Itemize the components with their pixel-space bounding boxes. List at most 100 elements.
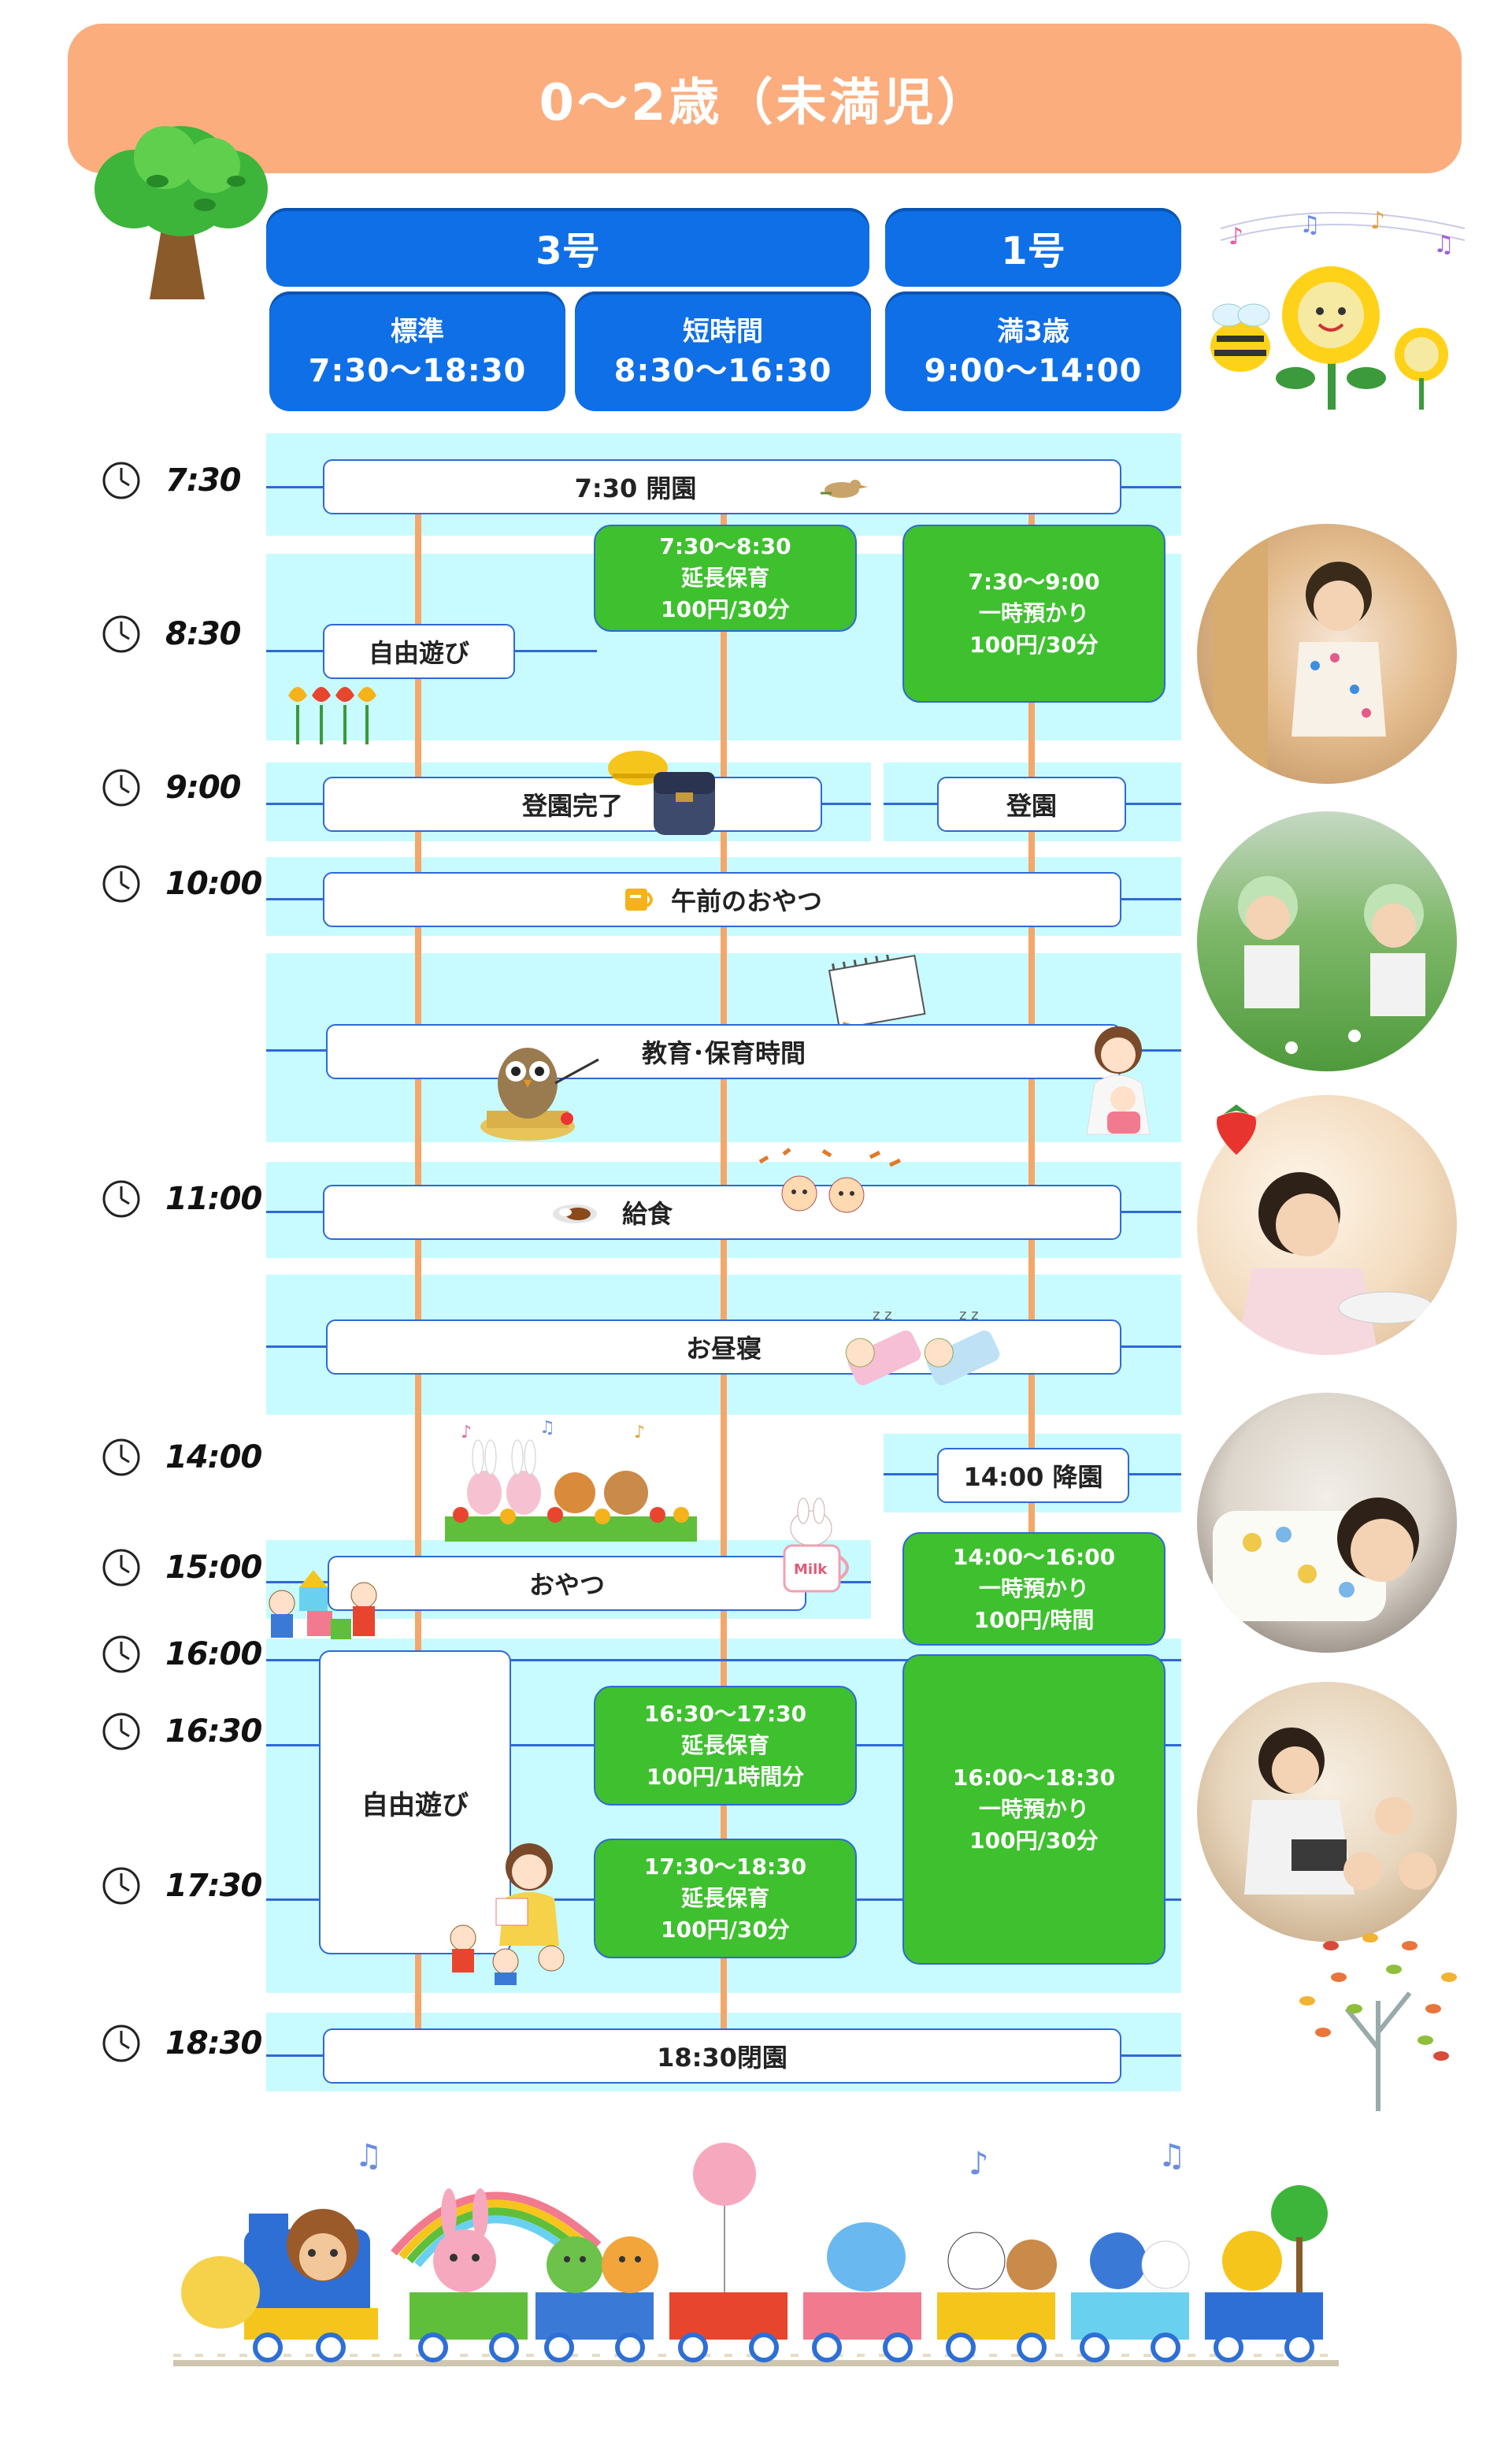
- education-box: 教育･保育時間: [326, 1024, 1121, 1079]
- ext-morning-fee: 100円/30分: [661, 596, 790, 622]
- ext-1-type: 延長保育: [680, 1732, 769, 1758]
- departure-label: 14:00 降園: [963, 1462, 1103, 1492]
- time-label: 11:00: [165, 1181, 262, 1217]
- full3-header: 満3歳 9:00〜14:00: [885, 291, 1181, 411]
- standard-header: 標準 7:30〜18:30: [269, 291, 565, 411]
- snack-pm-label: おやつ: [528, 1570, 605, 1600]
- clock-icon: [102, 1180, 140, 1218]
- hline-1600: [266, 1659, 1181, 1661]
- sunflower-bee-icon: ♪ ♫ ♪ ♫: [1210, 207, 1466, 410]
- short-name: 短時間: [683, 316, 763, 347]
- arrival-box: 登園: [937, 777, 1126, 832]
- full3-name: 満3歳: [997, 316, 1069, 347]
- blocks-children-icon: [269, 1570, 377, 1639]
- svg-text:♫: ♫: [354, 2138, 383, 2174]
- photo-children-outdoor: [1197, 811, 1457, 1071]
- milk-mug-icon: Milk: [783, 1497, 849, 1593]
- svg-text:♪: ♪: [1228, 223, 1243, 251]
- school-bag-icon: [608, 751, 715, 835]
- temp-afternoon-type: 一時預かり: [978, 1575, 1089, 1601]
- clock-icon: [102, 2024, 140, 2062]
- clock-icon: [102, 1635, 140, 1673]
- arrival-label: 登園: [1006, 791, 1057, 821]
- ext-2-type: 延長保育: [680, 1885, 769, 1911]
- photo-child-sleeping: [1197, 1393, 1457, 1653]
- time-label-row: 14:00: [101, 1437, 262, 1478]
- time-label-row: 16:30: [101, 1711, 262, 1752]
- svg-text:♫: ♫: [1433, 231, 1455, 258]
- svg-text:♪: ♪: [1370, 207, 1385, 235]
- lunch-label: 給食: [621, 1199, 673, 1229]
- child-sleeping-icon: [1213, 1497, 1419, 1621]
- group3-header: 3号: [266, 208, 869, 287]
- time-label-row: 9:00: [101, 767, 241, 808]
- ext-2-box: 17:30〜18:30 延長保育 100円/30分: [594, 1839, 857, 1958]
- teacher-reading-icon: [450, 1843, 565, 1985]
- time-label: 16:00: [165, 1636, 262, 1672]
- time-label-row: 15:00: [101, 1547, 262, 1588]
- free-play-pm-label: 自由遊び: [361, 1789, 469, 1821]
- time-label-row: 16:00: [101, 1634, 262, 1675]
- autumn-tree-icon: [1299, 1933, 1457, 2111]
- close-box: 18:30閉園: [323, 2028, 1121, 2084]
- temp-morning-time: 7:30〜9:00: [968, 569, 1100, 595]
- temp-morning-type: 一時預かり: [978, 600, 1089, 626]
- child-eating-icon: [1236, 1172, 1434, 1355]
- temp-evening-box: 16:00〜18:30 一時預かり 100円/30分: [902, 1654, 1166, 1965]
- departure-box: 14:00 降園: [937, 1448, 1129, 1503]
- time-label: 7:30: [165, 462, 241, 499]
- children-eating-icon: [758, 1148, 902, 1213]
- svg-text:♫: ♫: [539, 1418, 555, 1438]
- open-box: 7:30 開園: [323, 459, 1121, 514]
- ext-2-fee: 100円/30分: [661, 1917, 790, 1943]
- mug-label: Milk: [794, 1561, 828, 1578]
- standard-hours: 7:30〜18:30: [308, 353, 527, 389]
- svg-text:♪: ♪: [969, 2146, 989, 2182]
- tree-icon: [94, 126, 268, 299]
- time-label: 9:00: [165, 770, 241, 806]
- arrival-done-box: 登園完了: [323, 777, 822, 832]
- temp-afternoon-box: 14:00〜16:00 一時預かり 100円/時間: [902, 1532, 1166, 1646]
- time-label: 15:00: [165, 1549, 262, 1586]
- ext-morning-time: 7:30〜8:30: [659, 533, 791, 559]
- standard-line: [415, 488, 421, 2064]
- time-label: 18:30: [165, 2025, 262, 2062]
- bird-icon: [821, 480, 869, 498]
- time-label-row: 11:00: [101, 1178, 262, 1219]
- snack-am-box: 午前のおやつ: [323, 872, 1121, 927]
- teacher-children-icon: [1244, 1728, 1436, 1895]
- open-label: 7:30 開園: [574, 473, 697, 503]
- svg-text:z z: z z: [959, 1307, 979, 1323]
- time-label: 10:00: [165, 866, 262, 902]
- education-label: 教育･保育時間: [641, 1038, 806, 1068]
- nap-label: お昼寝: [685, 1334, 762, 1364]
- group3-label: 3号: [536, 229, 600, 273]
- clock-icon: [102, 865, 140, 903]
- ext-morning-type: 延長保育: [680, 565, 769, 591]
- time-label-row: 18:30: [101, 2023, 262, 2064]
- time-label-row: 10:00: [101, 863, 262, 904]
- ext-1-time: 16:30〜17:30: [643, 1701, 807, 1727]
- free-play-box: 自由遊び: [323, 624, 515, 679]
- free-play-label: 自由遊び: [368, 638, 469, 668]
- time-label: 14:00: [165, 1439, 262, 1475]
- close-label: 18:30閉園: [657, 2043, 788, 2073]
- temp-evening-time: 16:00〜18:30: [952, 1765, 1116, 1791]
- ext-1-box: 16:30〜17:30 延長保育 100円/1時間分: [594, 1686, 857, 1806]
- ext-morning-box: 7:30〜8:30 延長保育 100円/30分: [594, 525, 857, 632]
- children-outdoor-icon: [1222, 876, 1432, 1054]
- svg-text:♫: ♫: [1158, 2138, 1186, 2174]
- group1-header: 1号: [885, 208, 1181, 287]
- time-label: 17:30: [165, 1868, 262, 1904]
- clock-icon: [102, 1867, 140, 1905]
- time-label: 16:30: [165, 1713, 262, 1750]
- snack-am-label: 午前のおやつ: [670, 886, 822, 916]
- photo-teacher-children: [1197, 1682, 1457, 1942]
- free-play-pm-box: 自由遊び: [319, 1650, 511, 1954]
- temp-morning-fee: 100円/30分: [969, 632, 1099, 658]
- full3-hours: 9:00〜14:00: [924, 353, 1143, 389]
- temp-afternoon-time: 14:00〜16:00: [952, 1544, 1116, 1570]
- animals-flowers-icon: ♪♫♪: [445, 1418, 697, 1542]
- svg-text:z z: z z: [873, 1307, 892, 1323]
- sleeping-children-icon: z z z z: [845, 1307, 1000, 1386]
